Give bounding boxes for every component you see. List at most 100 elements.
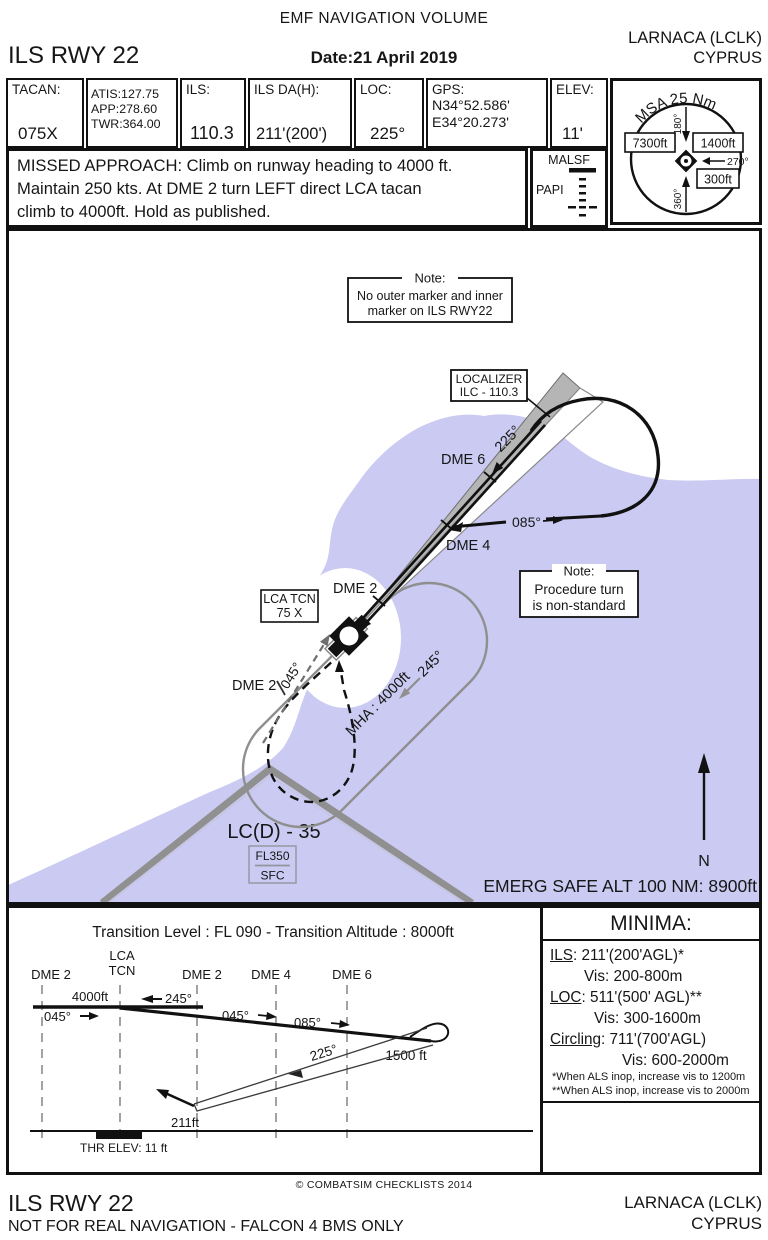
msa-sector-e-value: 1400ft	[701, 137, 736, 151]
tacan-label: TACAN:	[12, 82, 61, 97]
note-markers-title: Note:	[414, 271, 445, 286]
gps-label: GPS:	[432, 82, 465, 97]
profile-missed-arrow	[156, 1089, 169, 1099]
profile-1500ft-label: 1500 ft	[385, 1048, 427, 1063]
tacan-value: 075X	[18, 124, 58, 143]
msa-sector-se-box	[696, 168, 740, 189]
profile-lca-label: LCA	[109, 948, 135, 963]
threshold-elevation: THR ELEV: 11 ft	[80, 1141, 168, 1155]
elev-value: 11'	[562, 124, 583, 143]
profile-245-label: 245°	[165, 991, 192, 1006]
minima-footnote-1: *When ALS inop, increase vis to 1200m	[552, 1071, 746, 1083]
note-procedure-box: Note: Procedure turn is non-standard	[519, 564, 639, 618]
minima-loc-vis: Vis: 300-1600m	[594, 1010, 701, 1027]
ils-da-value: 211'(200')	[256, 125, 328, 143]
ils-da-cell: ILS DA(H): 211'(200')	[248, 78, 352, 148]
leg-085-arrow-right	[553, 516, 563, 524]
radial-270-arrow	[702, 157, 710, 165]
minima-ils-value: : 211'(200'AGL)*	[572, 947, 684, 964]
holding-inbound-arrow	[399, 687, 411, 699]
profile-211ft-label: 211ft	[171, 1115, 199, 1130]
tacan-cell: TACAN: 075X	[6, 78, 84, 148]
minima-loc-line: LOC: 511'(500' AGL)**	[550, 987, 759, 1008]
msa-sector-w-box	[624, 132, 676, 153]
airport-name: LARNACA (LCLK)	[628, 29, 762, 47]
msa-sector-w-value: 7300ft	[633, 137, 668, 151]
dme2-label: DME 2	[333, 581, 377, 597]
footer-procedure: ILS RWY 22	[8, 1190, 134, 1216]
profile-tcn-label: TCN	[109, 963, 136, 978]
restricted-limits-box	[248, 845, 297, 884]
missed-approach-box: MISSED APPROACH: Climb on runway heading…	[6, 148, 528, 228]
chart-date: Date:21 April 2019	[310, 48, 458, 67]
minima-circling-line: Circling: 711'(700'AGL)	[550, 1029, 759, 1050]
airport-name-block: LARNACA (LCLK) CYPRUS	[628, 28, 762, 68]
profile-border	[6, 905, 543, 1175]
footer-region: CYPRUS	[691, 1214, 762, 1233]
ils-da-label: ILS DA(H):	[254, 82, 320, 97]
minima-ils-line: ILS: 211'(200'AGL)*	[550, 945, 759, 966]
minima-circling-label: Circling	[550, 1031, 601, 1048]
malsf-label: MALSF	[548, 153, 590, 167]
localizer-ident-freq: ILC - 110.3	[460, 385, 519, 399]
elev-cell: ELEV: 11'	[550, 78, 608, 148]
frequency-info-bar: TACAN: 075X ATIS:127.75 APP:278.60 TWR:3…	[6, 78, 610, 148]
localizer-info-box: LOCALIZER ILC - 110.3	[450, 369, 551, 418]
atis-frequency: ATIS:127.75	[91, 87, 159, 101]
airport-region: CYPRUS	[693, 49, 762, 67]
note-procedure-line2: is non-standard	[532, 598, 625, 613]
course-045-arrow	[320, 634, 330, 647]
lca-tcn-box: LCA TCN 75 X	[260, 589, 319, 623]
profile-dme2-left-label: DME 2	[31, 967, 71, 982]
note-markers-line1: No outer marker and inner	[357, 289, 503, 303]
dme2-missed-label: DME 2	[232, 678, 276, 694]
msa-box: MSA 25 Nm 180° 360° 270° 7300ft 1400ft 3…	[610, 78, 762, 225]
profile-045-mid-label: 045°	[222, 1008, 249, 1023]
note-procedure-line1: Procedure turn	[534, 582, 623, 597]
airport-tacan-symbol	[323, 614, 371, 662]
ils-label: ILS:	[186, 82, 211, 97]
gps-latitude: N34°52.586'	[432, 98, 510, 114]
frequencies-cell: ATIS:127.75 APP:278.60 TWR:364.00	[86, 78, 178, 148]
msa-360-label: 360°	[673, 189, 684, 210]
restricted-upper-limit: FL350	[255, 849, 289, 863]
dme6-label: DME 6	[441, 452, 485, 468]
twr-frequency: TWR:364.00	[91, 117, 161, 131]
restricted-lower-limit: SFC	[261, 869, 285, 883]
footer-airport: LARNACA (LCLK)	[624, 1193, 762, 1212]
profile-dme2-right-label: DME 2	[182, 967, 222, 982]
course-085-label: 085°	[512, 514, 541, 530]
msa-180-label: 180°	[673, 114, 684, 135]
transition-info: Transition Level : FL 090 - Transition A…	[92, 924, 454, 941]
copyright: © COMBATSIM CHECKLISTS 2014	[295, 1179, 473, 1191]
lca-tcn-name: LCA TCN	[263, 592, 316, 606]
msa-270-label: 270°	[727, 156, 749, 168]
footer-disclaimer: NOT FOR REAL NAVIGATION - FALCON 4 BMS O…	[8, 1218, 404, 1235]
minima-box: MINIMA: ILS: 211'(200'AGL)* Vis: 200-800…	[540, 905, 762, 1175]
course-225-arrow	[492, 462, 504, 474]
profile-045-left-label: 045°	[44, 1009, 71, 1024]
ils-frequency: 110.3	[190, 123, 234, 143]
radial-180-arrow	[682, 131, 690, 142]
note-markers-line2: marker on ILS RWY22	[368, 304, 493, 318]
papi-label: PAPI	[536, 183, 564, 197]
plan-view: LC(D) - 35 FL350 SFC MHA : 4000ft 245° 0…	[6, 228, 762, 905]
localizer-name: LOCALIZER	[456, 372, 523, 386]
radial-360-arrow	[682, 176, 690, 187]
loc-cell: LOC: 225°	[354, 78, 424, 148]
profile-dme4-label: DME 4	[251, 967, 291, 982]
north-label: N	[698, 853, 710, 870]
profile-view: Transition Level : FL 090 - Transition A…	[6, 905, 543, 1175]
msa-sector-se-value: 300ft	[704, 173, 732, 187]
lighting-box: MALSF PAPI	[530, 148, 608, 228]
minima-ils-vis: Vis: 200-800m	[584, 968, 683, 985]
lca-tcn-channel: 75 X	[277, 606, 303, 620]
msa-rose: MSA 25 Nm 180° 360° 270° 7300ft 1400ft 3…	[624, 90, 749, 216]
north-arrow: N	[698, 753, 710, 870]
dme4-label: DME 4	[446, 538, 490, 554]
gps-cell: GPS: N34°52.586' E34°20.273'	[426, 78, 548, 148]
loc-course: 225°	[370, 124, 406, 143]
gps-longitude: E34°20.273'	[432, 115, 510, 131]
minima-circling-vis: Vis: 600-2000m	[622, 1052, 729, 1069]
approach-lighting-icon	[568, 168, 597, 217]
